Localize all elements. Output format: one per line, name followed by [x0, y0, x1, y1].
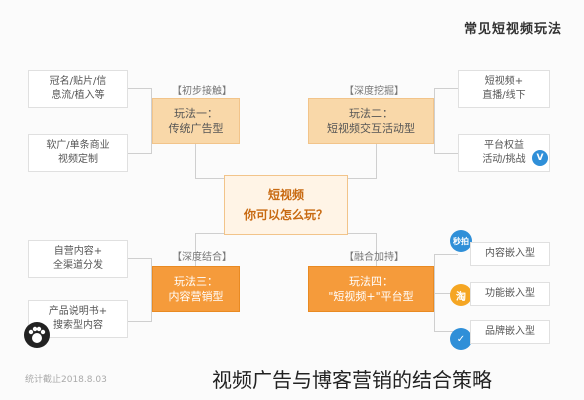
diagram-title: 常见短视频玩法: [463, 22, 562, 37]
leaf-box: 软广/单条商业 视频定制: [28, 134, 128, 172]
checkmark-icon: V: [532, 150, 548, 166]
miaopai-icon: 秒拍: [450, 230, 472, 252]
leaf-box: 冠名/贴片/信 息流/植入等: [28, 70, 128, 108]
connector-line: [348, 178, 377, 179]
method-tag: 【初步接触】: [172, 86, 232, 97]
method-name: 内容营销型: [168, 290, 224, 303]
method-box-2: 玩法二： 短视频交互活动型: [308, 98, 434, 144]
leaf-box: 内容嵌入型: [470, 242, 550, 266]
caption: 视频广告与博客营销的结合策略: [212, 368, 492, 392]
footer-note: 统计截止2018.8.03: [25, 375, 107, 385]
leaf-text: 品牌嵌入型: [485, 326, 535, 337]
leaf-bracket: [434, 88, 458, 154]
leaf-text: 息流/植入等: [51, 90, 105, 101]
center-title: 短视频: [267, 188, 304, 202]
leaf-bracket: [128, 88, 152, 154]
method-label: 玩法二：: [349, 107, 393, 120]
method-tag: 【深度结合】: [172, 252, 232, 263]
leaf-text: 内容嵌入型: [485, 248, 535, 259]
leaf-text: 活动/挑战: [482, 154, 526, 165]
leaf-text: 平台权益: [484, 140, 524, 151]
method-name: "短视频+"平台型: [328, 290, 414, 303]
paw-logo-icon: [24, 322, 50, 348]
leaf-text: 产品说明书+: [48, 306, 108, 317]
verified-icon: ✓: [450, 328, 472, 350]
center-subtitle: 你可以怎么玩？: [243, 208, 328, 222]
method-label: 玩法一：: [174, 107, 218, 120]
leaf-text: 功能嵌入型: [485, 288, 535, 299]
leaf-bracket: [128, 258, 152, 322]
method-name: 短视频交互活动型: [327, 122, 415, 135]
leaf-text: 自营内容+: [53, 246, 103, 257]
leaf-box: 品牌嵌入型: [470, 320, 550, 344]
leaf-box: 功能嵌入型: [470, 282, 550, 306]
connector-line: [195, 233, 196, 268]
connector-line: [376, 233, 377, 268]
method-label: 玩法三：: [174, 275, 218, 288]
connector-line: [348, 233, 377, 234]
leaf-text: 全渠道分发: [53, 260, 103, 271]
connector-line: [195, 143, 196, 178]
icon-text: 秒拍: [453, 236, 469, 246]
leaf-text: 视频定制: [58, 154, 98, 165]
taobao-icon: 淘: [450, 284, 472, 306]
method-tag: 【深度挖掘】: [344, 86, 404, 97]
method-label: 玩法四：: [349, 275, 393, 288]
connector-line: [195, 233, 225, 234]
connector-line: [434, 293, 458, 294]
icon-text: 淘: [456, 291, 466, 303]
icon-text: ✓: [456, 333, 466, 345]
leaf-text: 短视频+: [484, 76, 524, 87]
method-tag: 【融合加持】: [344, 252, 404, 263]
leaf-text: 冠名/贴片/信: [49, 76, 107, 87]
leaf-text: 软广/单条商业: [46, 140, 110, 151]
method-box-1: 玩法一： 传统广告型: [152, 98, 240, 144]
leaf-text: 直播/线下: [482, 90, 526, 101]
connector-line: [195, 178, 225, 179]
leaf-box: 自营内容+ 全渠道分发: [28, 240, 128, 278]
method-box-4: 玩法四： "短视频+"平台型: [308, 266, 434, 312]
center-node: 短视频 你可以怎么玩？: [224, 175, 348, 235]
method-name: 传统广告型: [168, 122, 224, 135]
connector-line: [376, 143, 377, 178]
leaf-text: 搜索型内容: [53, 320, 103, 331]
leaf-box: 短视频+ 直播/线下: [458, 70, 550, 108]
method-box-3: 玩法三： 内容营销型: [152, 266, 240, 312]
